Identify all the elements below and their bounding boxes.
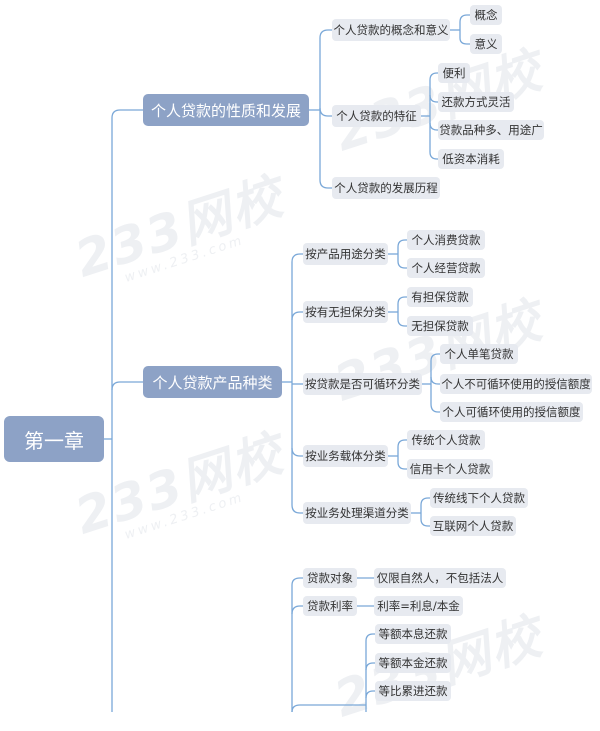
node-concept-meaning[interactable]: 个人贷款的概念和意义 xyxy=(332,19,450,41)
node-meaning[interactable]: 意义 xyxy=(470,34,502,54)
node-by-carrier[interactable]: 按业务载体分类 xyxy=(303,445,388,467)
node-non-revolving-credit[interactable]: 个人不可循环使用的授信额度 xyxy=(440,374,592,394)
node-by-revolving[interactable]: 按贷款是否可循环分类 xyxy=(303,373,422,395)
node-features[interactable]: 个人贷款的特征 xyxy=(332,105,421,127)
node-business-loan[interactable]: 个人经营贷款 xyxy=(407,258,485,278)
node-concept[interactable]: 概念 xyxy=(470,5,502,25)
root-node[interactable]: 第一章 xyxy=(4,416,104,462)
node-single-loan[interactable]: 个人单笔贷款 xyxy=(440,344,518,364)
node-loan-object[interactable]: 贷款对象 xyxy=(303,568,357,588)
node-offline-loan[interactable]: 传统线下个人贷款 xyxy=(430,488,528,508)
connector-lines xyxy=(104,14,470,712)
node-loan-rate[interactable]: 贷款利率 xyxy=(303,596,357,616)
node-feature-convenient[interactable]: 便利 xyxy=(438,63,470,83)
node-traditional-loan[interactable]: 传统个人贷款 xyxy=(407,430,485,450)
node-credit-card-loan[interactable]: 信用卡个人贷款 xyxy=(407,459,493,479)
node-progressive-repayment[interactable]: 等比累进还款 xyxy=(375,681,451,701)
node-feature-flexible-repayment[interactable]: 还款方式灵活 xyxy=(438,92,514,112)
node-secured-loan[interactable]: 有担保贷款 xyxy=(407,287,473,307)
node-natural-persons-only[interactable]: 仅限自然人，不包括法人 xyxy=(374,568,506,588)
node-history[interactable]: 个人贷款的发展历程 xyxy=(332,177,440,199)
branch-nature-development[interactable]: 个人贷款的性质和发展 xyxy=(143,94,309,126)
node-internet-loan[interactable]: 互联网个人贷款 xyxy=(430,516,516,536)
node-revolving-credit[interactable]: 个人可循环使用的授信额度 xyxy=(440,402,583,422)
node-feature-variety[interactable]: 贷款品种多、用途广 xyxy=(438,120,544,140)
node-by-use[interactable]: 按产品用途分类 xyxy=(303,243,388,265)
node-by-guarantee[interactable]: 按有无担保分类 xyxy=(303,301,388,323)
node-equal-principal[interactable]: 等额本金还款 xyxy=(375,653,451,673)
node-unsecured-loan[interactable]: 无担保贷款 xyxy=(407,316,473,336)
node-rate-formula[interactable]: 利率=利息/本金 xyxy=(374,596,463,616)
node-equal-installment[interactable]: 等额本息还款 xyxy=(375,624,451,644)
node-feature-low-capital[interactable]: 低资本消耗 xyxy=(438,149,504,169)
branch-product-types[interactable]: 个人贷款产品种类 xyxy=(143,366,282,398)
node-consumer-loan[interactable]: 个人消费贷款 xyxy=(407,230,485,250)
node-by-channel[interactable]: 按业务处理渠道分类 xyxy=(303,502,411,524)
